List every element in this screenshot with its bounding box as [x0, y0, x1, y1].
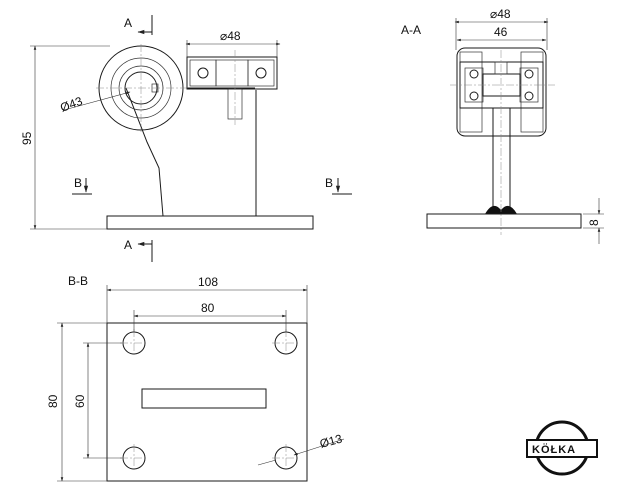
section-bb: B-B 108 80 80 [46, 274, 345, 482]
side-support-body [125, 87, 257, 217]
side-dim-wheel-dia: ⌀48 [220, 29, 241, 43]
bb-plate [106, 322, 308, 482]
side-view: ⌀48 95 Ø43 A A B B [20, 15, 352, 262]
side-bearing-section [186, 50, 278, 125]
bb-dim-hole-spacing-x: 80 [201, 301, 215, 315]
section-mark-a-bottom: A [124, 238, 132, 252]
side-dim-pin-dia: Ø43 [58, 94, 84, 115]
bb-dim-hole-dia: Ø13 [318, 431, 344, 450]
section-aa-title: A-A [401, 23, 421, 37]
section-mark-b-left: B [74, 176, 82, 190]
side-base-plate [106, 215, 314, 230]
side-dim-height: 95 [20, 131, 34, 145]
aa-dim-outer: ⌀48 [490, 7, 511, 21]
aa-dim-plate: 8 [587, 219, 601, 226]
section-aa: A-A ⌀48 46 8 [401, 7, 604, 244]
bb-slot [141, 388, 267, 409]
bb-dim-hole-spacing-y: 60 [73, 394, 87, 408]
bb-dim-width: 108 [198, 275, 218, 289]
section-mark-a-top: A [124, 16, 132, 30]
logo-text: KÖŁKA [532, 443, 576, 456]
kolka-logo: KÖŁKA [526, 420, 598, 476]
section-mark-b-right: B [325, 176, 333, 190]
bb-dim-height: 80 [46, 394, 60, 408]
aa-dim-inner: 46 [494, 25, 508, 39]
section-bb-title: B-B [68, 274, 88, 288]
